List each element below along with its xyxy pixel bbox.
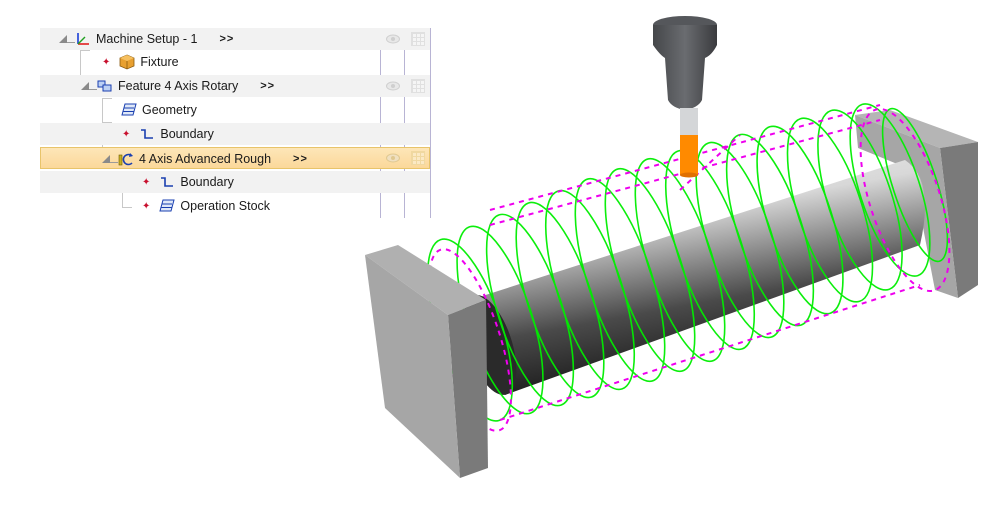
row-label: Boundary <box>180 175 234 189</box>
tree-row-operation-stock[interactable]: ✦ Operation Stock <box>40 195 430 217</box>
collapse-toggle[interactable] <box>58 33 75 45</box>
fixture-plate-right <box>855 110 978 298</box>
row-label: 4 Axis Advanced Rough <box>139 152 272 166</box>
row-label: Geometry <box>142 103 197 117</box>
box-icon <box>118 54 136 70</box>
tree-row-boundary[interactable]: ✦ Boundary <box>40 171 430 193</box>
geometry-icon <box>120 102 138 118</box>
feature-icon <box>96 78 114 94</box>
eye-icon[interactable] <box>386 81 400 91</box>
tree-row-4-axis-advanced-rough[interactable]: 4 Axis Advanced Rough >> <box>40 147 430 169</box>
3d-viewport[interactable] <box>355 0 995 506</box>
fixture-plate-left <box>365 245 488 478</box>
cutting-tool <box>653 16 717 178</box>
red-star-icon: ✦ <box>122 128 131 140</box>
tree-row-fixture[interactable]: ✦ Fixture <box>40 51 430 73</box>
row-label: Fixture <box>140 55 179 69</box>
tree-row-geometry[interactable]: Geometry <box>40 99 430 121</box>
row-label: Operation Stock <box>180 199 271 213</box>
collapse-toggle[interactable] <box>101 153 118 165</box>
column-divider <box>430 28 431 218</box>
boundary-icon <box>158 174 176 190</box>
red-star-icon: ✦ <box>142 200 151 212</box>
row-label: Feature 4 Axis Rotary <box>118 79 239 93</box>
tree-row-boundary[interactable]: ✦ Boundary <box>40 123 430 145</box>
red-star-icon: ✦ <box>102 56 111 68</box>
grid-icon[interactable] <box>411 151 425 165</box>
eye-icon[interactable] <box>386 34 400 44</box>
red-star-icon: ✦ <box>142 176 151 188</box>
grid-icon[interactable] <box>411 79 425 93</box>
grid-icon[interactable] <box>411 32 425 46</box>
row-label: Boundary <box>160 127 214 141</box>
row-label: Machine Setup - 1 <box>96 32 198 46</box>
tree-row-machine-setup[interactable]: Machine Setup - 1 >> <box>40 28 430 50</box>
expand-details-button[interactable]: >> <box>260 80 276 92</box>
collapse-toggle[interactable] <box>80 80 97 92</box>
operation-tree: Machine Setup - 1 >> ✦ Fixture Feature 4… <box>40 28 432 218</box>
rotary-toolpath-icon <box>117 151 135 167</box>
tree-row-feature-4-axis-rotary[interactable]: Feature 4 Axis Rotary >> <box>40 75 430 97</box>
expand-details-button[interactable]: >> <box>293 153 308 165</box>
expand-details-button[interactable]: >> <box>219 33 235 45</box>
geometry-icon <box>158 198 176 214</box>
boundary-icon <box>138 126 156 142</box>
toolpath-render <box>365 16 978 478</box>
toolpath-loops <box>426 103 949 422</box>
axes-icon <box>74 31 92 47</box>
eye-icon[interactable] <box>386 153 400 163</box>
